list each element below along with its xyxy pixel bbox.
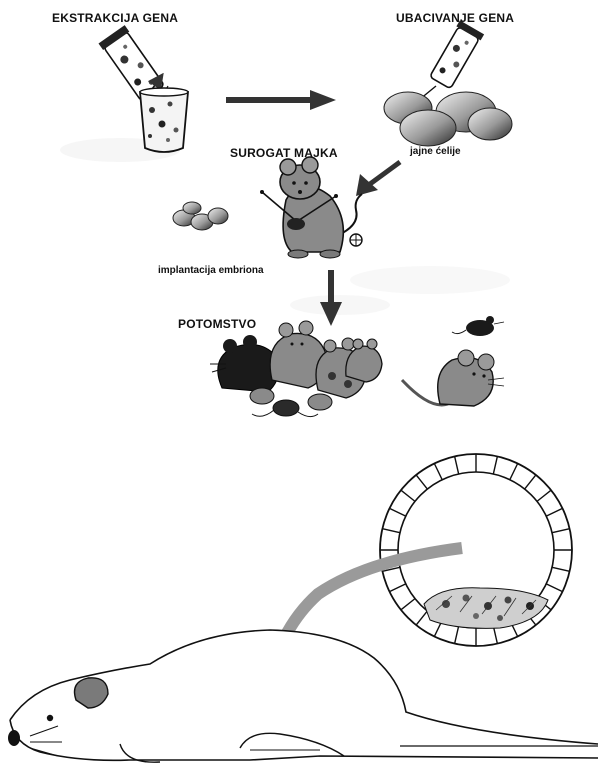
egg-cells-label: jajne ćelije [410,146,461,157]
lower-mouse-outline [8,630,598,762]
offspring-group [210,316,504,417]
embryo-cluster [173,202,228,230]
egg-cells-cluster [384,92,512,146]
embryo-implantation-label: implantacija embriona [158,265,264,276]
blastocyst-cell-wall [546,508,562,516]
gene-insertion-tube [414,20,484,104]
blastocyst-cell-wall [510,464,518,480]
offspring-running-black-mouse [452,316,504,336]
blastocyst-cell-wall [434,464,442,480]
offspring-black-mouse [210,335,279,392]
blastocyst-cell-wall [455,626,459,644]
blastocyst-cell-wall [552,567,570,571]
offspring-label: POTOMSTVO [178,317,256,331]
inner-cell-mass [424,588,548,629]
blastocyst-cell-wall [416,475,427,489]
blastocyst [380,454,572,646]
arrow-extraction-to-insertion [226,90,336,110]
blastocyst-cell-wall [455,456,459,474]
blastocyst-cell-wall [382,529,400,533]
blastocyst-cell-wall [537,490,551,501]
surrogate-mother-label: SUROGAT MAJKA [230,146,338,160]
blastocyst-cell-wall [493,456,497,474]
offspring-gray-mouse-right [402,350,504,406]
gene-extraction-label: EKSTRAKCIJA GENA [52,11,178,25]
arrow-eggs-to-surrogate [356,162,400,196]
blastocyst-cell-wall [390,508,406,516]
gene-extraction-beaker [140,88,188,152]
offspring-small-mice [250,388,332,417]
blastocyst-cell-wall [546,584,562,592]
surrogate-mother-mouse [260,157,362,258]
blastocyst-cell-wall [401,490,415,501]
blastocyst-cell-wall [390,584,406,592]
blastocyst-cell-wall [401,599,415,610]
gene-insertion-label: UBACIVANJE GENA [396,11,514,25]
blastocyst-cell-wall [552,529,570,533]
blastocyst-cell-wall [525,475,536,489]
blastocyst-cell-wall [416,611,427,625]
